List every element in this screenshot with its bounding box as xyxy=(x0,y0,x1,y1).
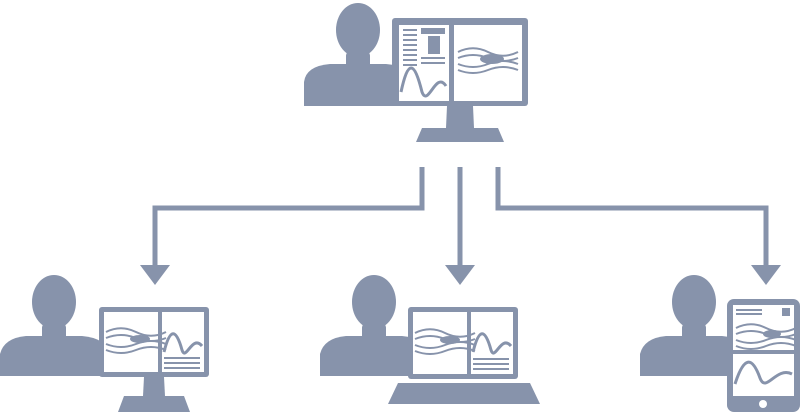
arrow-to-laptop xyxy=(445,167,475,285)
laptop-icon xyxy=(388,307,540,404)
arrow-to-tablet xyxy=(495,167,781,285)
tablet-icon xyxy=(727,299,800,412)
person-icon xyxy=(640,275,750,376)
person-icon xyxy=(0,275,110,376)
person-icon xyxy=(320,275,430,376)
host-node xyxy=(304,3,528,142)
desktop-monitor-icon xyxy=(99,307,209,412)
connectors xyxy=(140,167,781,285)
person-icon xyxy=(304,3,414,106)
desktop-monitor-icon xyxy=(392,18,528,142)
arrow-to-desktop xyxy=(140,167,425,285)
viewer-laptop-node xyxy=(320,275,540,404)
viewer-tablet-node xyxy=(640,275,800,412)
viewer-desktop-node xyxy=(0,275,209,412)
